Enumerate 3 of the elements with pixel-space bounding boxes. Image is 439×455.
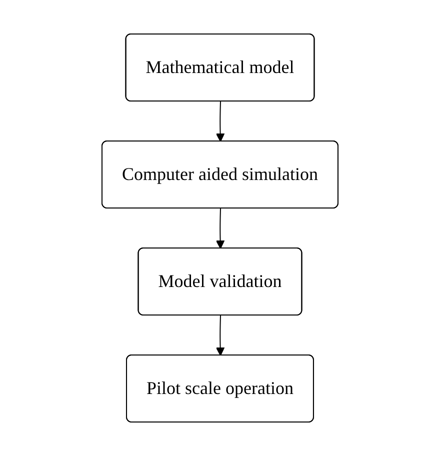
arrow: [215, 314, 224, 356]
arrow: [215, 100, 224, 142]
arrow: [215, 208, 224, 248]
